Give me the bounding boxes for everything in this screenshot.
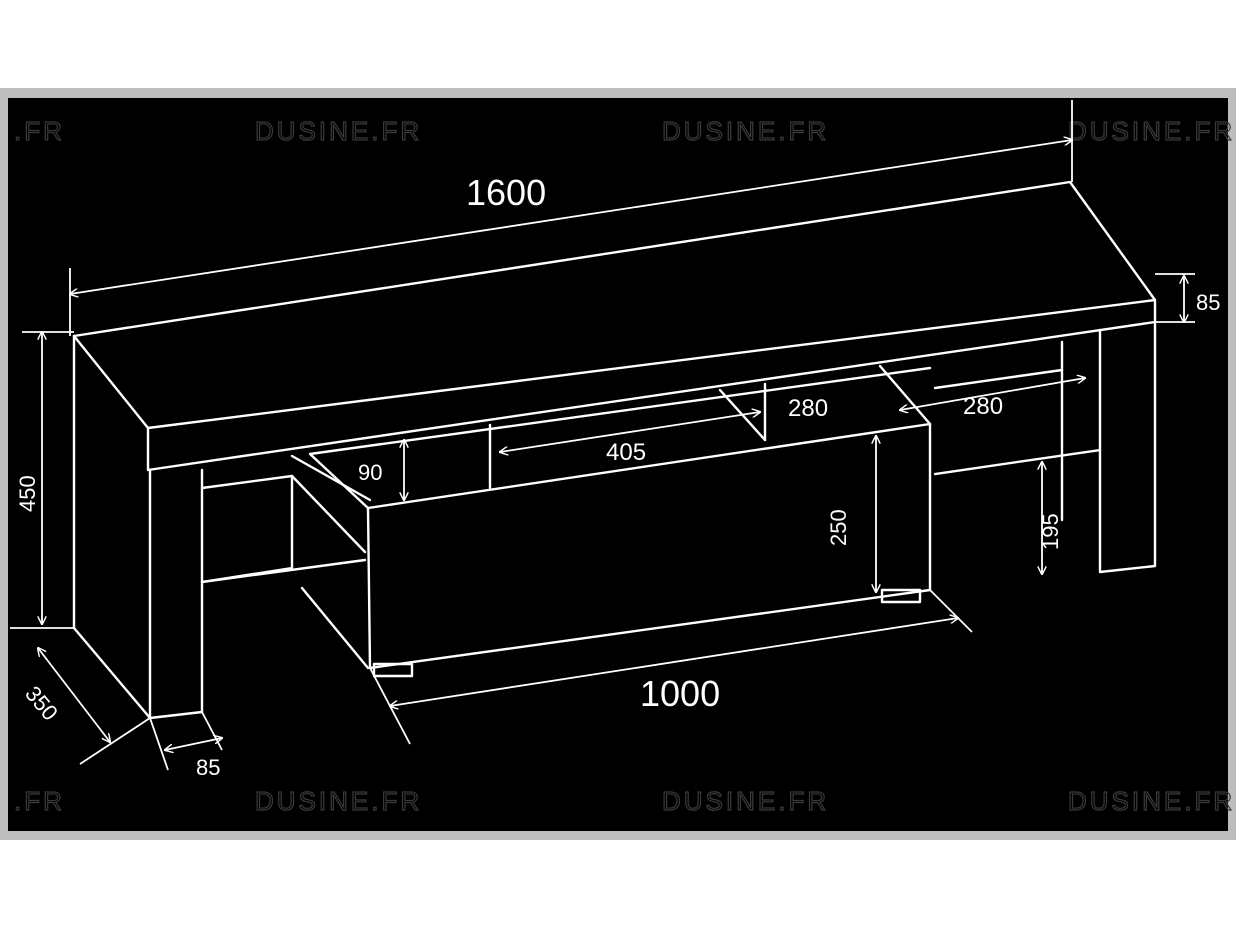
watermark-text: DUSINE.FR (1068, 786, 1235, 816)
tv-stand-outline (72, 180, 1157, 720)
dim-shelf-width-right: 280 (963, 393, 1003, 420)
dimension-lines (10, 100, 1195, 771)
top-slab-front (146, 298, 1157, 472)
watermark-text: .FR (14, 116, 65, 146)
dim-total-height: 450 (15, 475, 40, 512)
dim-shelf-width-left: 280 (788, 395, 828, 422)
watermark-text: DUSINE.FR (662, 116, 829, 146)
watermark-text: .FR (14, 786, 65, 816)
dim-niche-height: 90 (358, 460, 382, 485)
dim-drawer-width: 1000 (640, 673, 720, 714)
dim-right-niche-height: 195 (1038, 513, 1063, 550)
dim-total-width: 1600 (466, 172, 546, 213)
watermark-text: DUSINE.FR (1068, 116, 1235, 146)
watermarks: DUSINE.FR DUSINE.FR DUSINE.FR DUSINE.FR … (13, 115, 1235, 816)
watermark-text: DUSINE.FR (662, 786, 829, 816)
dim-niche-width: 405 (606, 439, 646, 466)
watermark-text: DUSINE.FR (255, 116, 422, 146)
dim-top-thickness: 85 (1196, 290, 1220, 315)
left-leg (72, 468, 204, 720)
watermark-text: DUSINE.FR (255, 786, 422, 816)
drawer-foot (880, 588, 922, 604)
dim-drawer-height: 250 (826, 509, 851, 546)
dim-leg-thickness: 85 (196, 755, 220, 780)
